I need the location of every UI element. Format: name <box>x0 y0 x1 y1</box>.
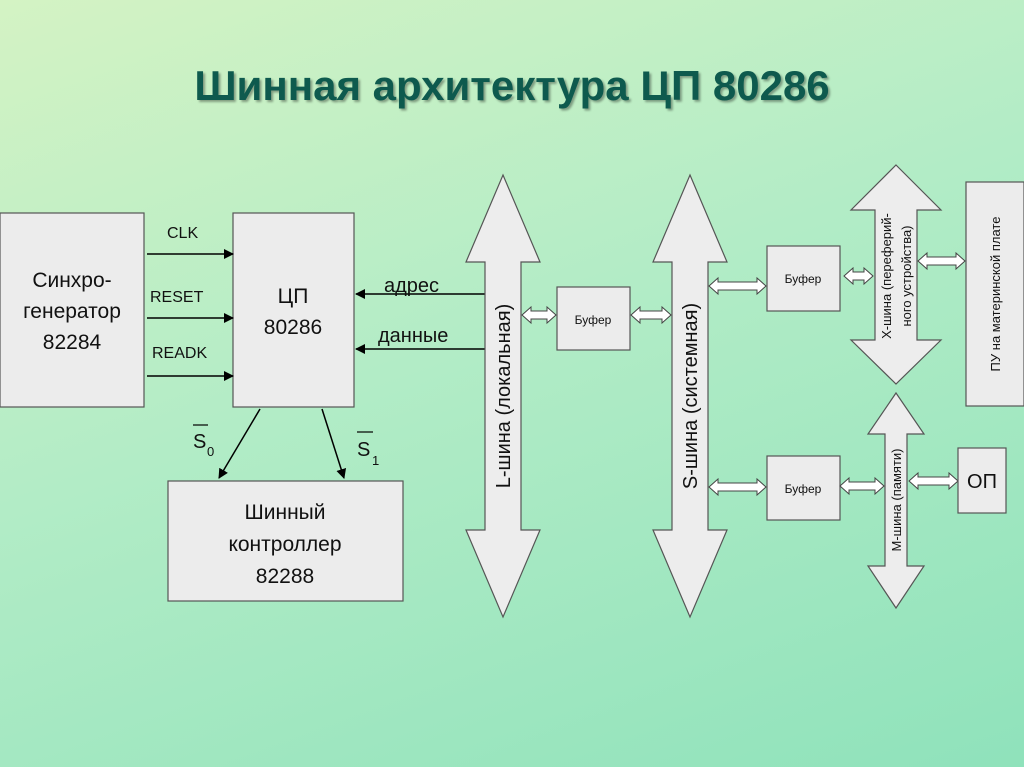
controller-label-3: 82288 <box>256 565 314 588</box>
peripheral-device-label: ПУ на материнской плате <box>988 217 1003 372</box>
controller-label-1: Шинный <box>245 501 326 524</box>
x-bus-label-1: X-шина (переферий- <box>879 213 894 339</box>
cpu-label-2: 80286 <box>264 316 322 339</box>
buffer-2-right-connector <box>843 266 874 286</box>
peripheral-device-block: ПУ на материнской плате <box>965 181 1024 407</box>
slide-title: Шинная архитектура ЦП 80286 <box>194 62 830 109</box>
generator-label-2: генератор <box>23 300 121 323</box>
bus-controller-block: Шинный контроллер 82288 <box>167 480 404 602</box>
m-bus-connector <box>908 471 959 491</box>
l-bus-label: L-шина (локальная) <box>493 304 515 488</box>
buffer-1-label: Буфер <box>575 313 612 327</box>
buffer-3-block: Буфер <box>708 455 885 521</box>
generator-label-1: Синхро- <box>32 269 111 292</box>
x-bus-label-2: ного устройства) <box>899 225 914 326</box>
buffer-1-right-connector <box>630 305 672 325</box>
cpu-bus-lines: адрес данные <box>355 275 488 354</box>
s1-label: S <box>357 439 370 461</box>
m-bus-label: M-шина (памяти) <box>889 449 904 552</box>
s0-arrow <box>218 408 261 479</box>
buffer-3-left-connector <box>708 477 767 497</box>
main-memory-label: ОП <box>967 471 997 493</box>
buffer-3-right-connector <box>839 476 885 496</box>
s1-arrow <box>321 408 347 479</box>
status-lines: S 0 S 1 <box>193 408 379 479</box>
reset-label: RESET <box>150 289 204 306</box>
cpu-block: ЦП 80286 <box>232 212 355 408</box>
cpu-label-1: ЦП <box>278 285 309 308</box>
s-bus-arrow: S-шина (системная) <box>652 173 728 619</box>
buffer-1-left-connector <box>521 305 557 325</box>
l-bus-arrow: L-шина (локальная) <box>465 173 541 619</box>
signal-lines: CLK RESET READK <box>147 225 234 381</box>
x-bus-arrow: X-шина (переферий- ного устройства) <box>849 164 966 385</box>
buffer-2-block: Буфер <box>708 245 874 312</box>
clk-label: CLK <box>167 225 198 242</box>
main-memory-block: ОП <box>957 447 1007 514</box>
data-label: данные <box>378 325 448 347</box>
buffer-2-left-connector <box>708 276 767 296</box>
controller-label-2: контроллер <box>228 533 341 556</box>
s0-subscript: 0 <box>207 444 214 459</box>
readk-label: READK <box>152 345 207 362</box>
s-bus-label: S-шина (системная) <box>680 303 702 489</box>
buffer-3-label: Буфер <box>785 482 822 496</box>
generator-label-3: 82284 <box>43 331 102 354</box>
s1-subscript: 1 <box>372 453 379 468</box>
m-bus-arrow: M-шина (памяти) <box>866 391 959 610</box>
buffer-1-block: Буфер <box>521 286 672 351</box>
address-label: адрес <box>384 275 439 297</box>
x-bus-connector <box>917 251 966 271</box>
s0-label: S <box>193 431 206 453</box>
clock-generator-block: Синхро- генератор 82284 <box>0 212 145 408</box>
buffer-2-label: Буфер <box>785 272 822 286</box>
